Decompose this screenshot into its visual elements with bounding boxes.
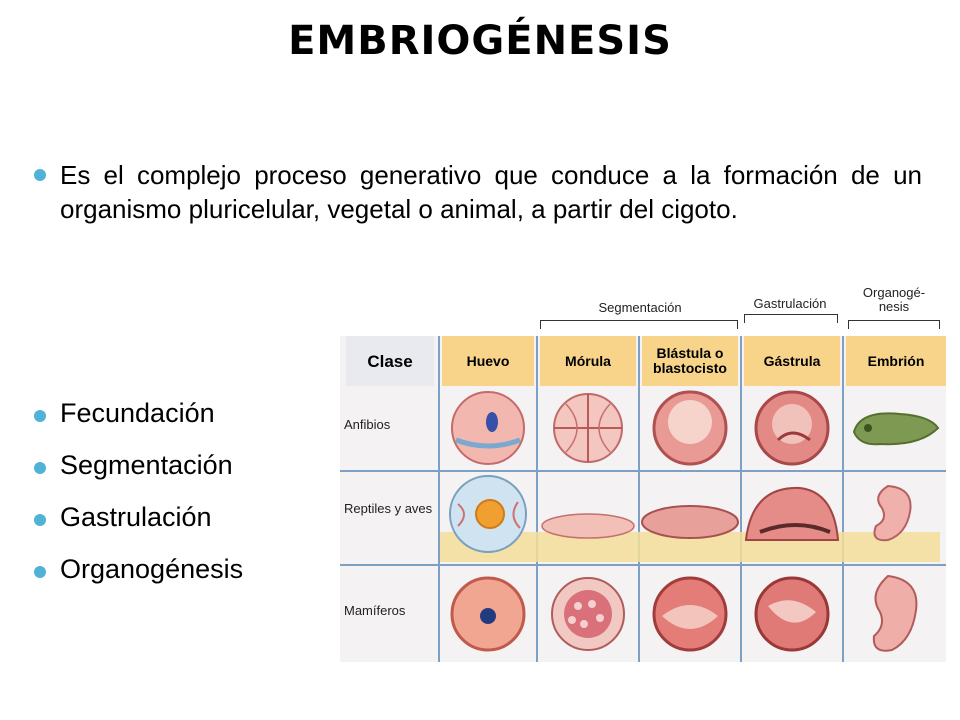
row-label-reptiles-aves: Reptiles y aves (344, 501, 433, 516)
bullet-marker (34, 410, 46, 422)
anfibio-huevo-image (451, 391, 525, 465)
group-label-segmentacion: Segmentación (598, 300, 682, 315)
grid-line (438, 336, 440, 662)
bullet-marker (34, 169, 46, 181)
bullet-marker (34, 514, 46, 526)
intro-paragraph: Es el complejo proceso generativo que co… (60, 160, 922, 224)
header-blastula: Blástula o blastocisto (642, 336, 738, 386)
grid-line (740, 336, 742, 662)
mamifero-gastrula-image (754, 576, 830, 652)
group-label-organogenesis: Organogé- nesis (862, 285, 926, 314)
bullet-marker (34, 566, 46, 578)
embryo-stage-table: Clase Huevo Mórula Blástula o blastocist… (340, 336, 946, 662)
grid-line (340, 564, 946, 566)
mamifero-blastula-image (652, 576, 728, 652)
reptil-morula-image (541, 513, 635, 539)
embryo-illustrations (440, 390, 940, 652)
embryology-table-figure: Segmentación Gastrulación Organogé- nesi… (340, 282, 950, 662)
list-item-segmentacion: Segmentación (60, 450, 233, 480)
group-brace (744, 314, 838, 323)
anfibio-embrion-image (852, 412, 940, 446)
list-item-gastrulacion: Gastrulación (60, 502, 212, 532)
reptil-gastrula-image (744, 486, 840, 541)
grid-line (842, 336, 844, 662)
row-label-anfibios: Anfibios (344, 417, 391, 432)
anfibio-blastula-image (652, 390, 728, 466)
mamifero-embrion-image (872, 574, 918, 652)
header-gastrula: Gástrula (744, 336, 840, 386)
group-label-gastrulacion: Gastrulación (753, 296, 827, 311)
header-morula: Mórula (540, 336, 636, 386)
group-brace (540, 320, 738, 329)
grid-line (340, 470, 946, 472)
grid-line (638, 336, 640, 662)
reptil-huevo-image (449, 475, 527, 553)
header-huevo: Huevo (442, 336, 534, 386)
bullet-marker (34, 462, 46, 474)
list-item-fecundacion: Fecundación (60, 398, 215, 428)
reptil-blastula-image (641, 505, 739, 539)
page-title: EMBRIOGÉNESIS (288, 18, 672, 64)
row-label-mamiferos: Mamíferos (344, 603, 406, 618)
group-brace (848, 320, 940, 329)
mamifero-morula-image (551, 577, 625, 651)
grid-line (536, 336, 538, 662)
header-embrion: Embrión (846, 336, 946, 386)
list-item-organogenesis: Organogénesis (60, 554, 244, 584)
anfibio-gastrula-image (754, 390, 830, 466)
anfibio-morula-image (553, 393, 623, 463)
mamifero-huevo-image (450, 576, 526, 652)
reptil-embrion-image (873, 484, 912, 542)
header-clase: Clase (346, 336, 434, 386)
